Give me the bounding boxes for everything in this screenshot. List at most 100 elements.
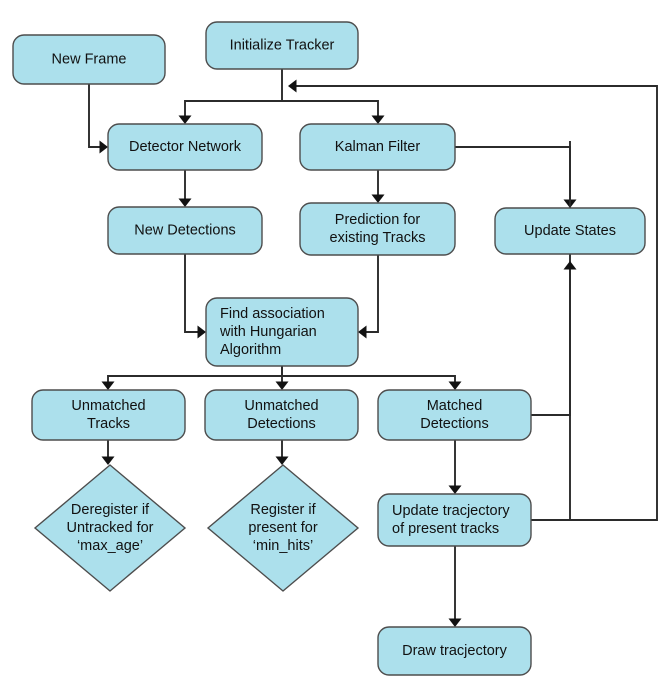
edge-path bbox=[455, 146, 571, 201]
node-label-line: with Hungarian bbox=[219, 324, 317, 340]
arrowhead bbox=[371, 115, 385, 124]
node-prediction[interactable]: Prediction for existing Tracks bbox=[299, 202, 456, 256]
edge-matched_detections-to-update_trajectory bbox=[448, 440, 462, 494]
edge-find_association-to-matched_detections bbox=[282, 375, 462, 390]
node-shape-rounded-rect bbox=[107, 123, 263, 171]
node-label-line: Kalman Filter bbox=[335, 139, 421, 155]
edge-path bbox=[282, 100, 379, 117]
arrowhead bbox=[448, 618, 462, 627]
node-register[interactable]: Register if present for ‘min_hits’ bbox=[206, 464, 360, 592]
arrowhead bbox=[288, 79, 297, 93]
node-shape-rounded-rect bbox=[377, 626, 532, 676]
node-shape-rounded-rect bbox=[12, 34, 166, 85]
edge-unmatched_detections-to-register bbox=[275, 440, 289, 465]
edge-new_frame-to-detector_network bbox=[88, 84, 108, 154]
edge-path bbox=[88, 84, 101, 148]
edge-matched_detections-to-update_states bbox=[531, 141, 571, 416]
node-label-line: Draw tracjectory bbox=[402, 643, 507, 659]
arrowhead bbox=[101, 456, 115, 465]
arrowhead bbox=[178, 115, 192, 124]
arrowhead bbox=[99, 140, 108, 154]
node-label-line: present for bbox=[248, 520, 317, 536]
node-init_tracker[interactable]: Initialize Tracker bbox=[205, 21, 359, 70]
edge-path bbox=[184, 69, 283, 117]
edge-update_trajectory-to-update_states bbox=[531, 261, 577, 521]
node-label-line: Deregister if bbox=[71, 502, 150, 518]
node-label-line: Detections bbox=[420, 416, 489, 432]
node-label-line: Unmatched bbox=[71, 398, 145, 414]
node-label-line: of present tracks bbox=[392, 521, 499, 537]
node-draw_trajectory[interactable]: Draw tracjectory bbox=[377, 626, 532, 676]
arrowhead bbox=[275, 381, 289, 390]
arrowhead bbox=[178, 198, 192, 207]
arrowhead bbox=[275, 456, 289, 465]
node-label-line: existing Tracks bbox=[330, 230, 426, 246]
node-new_detections[interactable]: New Detections bbox=[107, 206, 263, 255]
node-deregister[interactable]: Deregister if Untracked for ‘max_age’ bbox=[33, 464, 187, 592]
node-shape-rounded-rect bbox=[107, 206, 263, 255]
node-shape-rounded-rect bbox=[204, 389, 359, 441]
arrowhead bbox=[197, 325, 206, 339]
arrowhead bbox=[358, 325, 367, 339]
node-shape-diamond bbox=[206, 464, 360, 592]
node-kalman_filter[interactable]: Kalman Filter bbox=[299, 123, 456, 171]
node-update_states[interactable]: Update States bbox=[494, 207, 646, 255]
node-new_frame[interactable]: New Frame bbox=[12, 34, 166, 85]
edge-path bbox=[282, 375, 456, 383]
edge-detector_network-to-new_detections bbox=[178, 170, 192, 207]
edge-find_association-to-unmatched_detections bbox=[275, 366, 289, 390]
node-label-line: Update tracjectory bbox=[392, 503, 510, 519]
node-label-line: Prediction for bbox=[335, 212, 421, 228]
node-label-line: Untracked for bbox=[66, 520, 153, 536]
arrowhead bbox=[371, 194, 385, 203]
node-label-line: Matched bbox=[427, 398, 483, 414]
edge-update_trajectory-to-draw_trajectory bbox=[448, 546, 462, 627]
edge-path bbox=[184, 254, 199, 333]
edge-path bbox=[295, 85, 658, 521]
edge-unmatched_tracks-to-deregister bbox=[101, 440, 115, 465]
node-shape-rounded-rect bbox=[377, 389, 532, 441]
node-shape-rounded-rect bbox=[205, 297, 359, 367]
node-label-line: ‘max_age’ bbox=[77, 538, 143, 554]
node-update_trajectory[interactable]: Update tracjectory of present tracks bbox=[377, 493, 532, 547]
node-shape-rounded-rect bbox=[299, 123, 456, 171]
node-label-line: Register if bbox=[250, 502, 316, 518]
edge-path bbox=[107, 366, 283, 383]
edge-init_tracker-to-kalman_filter bbox=[282, 100, 385, 124]
node-detector_network[interactable]: Detector Network bbox=[107, 123, 263, 171]
node-label-line: Tracks bbox=[87, 416, 130, 432]
node-label-line: Initialize Tracker bbox=[230, 37, 335, 53]
node-label-line: Algorithm bbox=[220, 342, 281, 358]
edge-init_tracker-to-detector_network bbox=[178, 69, 283, 124]
node-label-line: Unmatched bbox=[244, 398, 318, 414]
edge-new_detections-to-find_association bbox=[184, 254, 206, 339]
edge-kalman_filter-to-prediction bbox=[371, 170, 385, 203]
node-label-line: New Frame bbox=[52, 51, 127, 67]
edge-path bbox=[531, 268, 571, 521]
edge-path bbox=[365, 255, 379, 333]
edge-prediction-to-find_association bbox=[358, 255, 379, 339]
edge-find_association-to-unmatched_tracks bbox=[101, 366, 283, 390]
edge-path bbox=[531, 141, 571, 416]
node-shape-rounded-rect bbox=[377, 493, 532, 547]
edge-kalman_filter-to-update_states bbox=[455, 146, 577, 208]
node-shape-diamond bbox=[33, 464, 187, 592]
node-label-line: ‘min_hits’ bbox=[253, 538, 313, 554]
node-shape-rounded-rect bbox=[31, 389, 186, 441]
node-label-line: Update States bbox=[524, 223, 616, 239]
node-label-line: Detector Network bbox=[129, 139, 242, 155]
node-label-line: Detections bbox=[247, 416, 316, 432]
node-shape-rounded-rect bbox=[494, 207, 646, 255]
node-shape-rounded-rect bbox=[205, 21, 359, 70]
arrowhead bbox=[563, 261, 577, 270]
arrowhead bbox=[448, 485, 462, 494]
arrowhead bbox=[101, 381, 115, 390]
node-shape-rounded-rect bbox=[299, 202, 456, 256]
